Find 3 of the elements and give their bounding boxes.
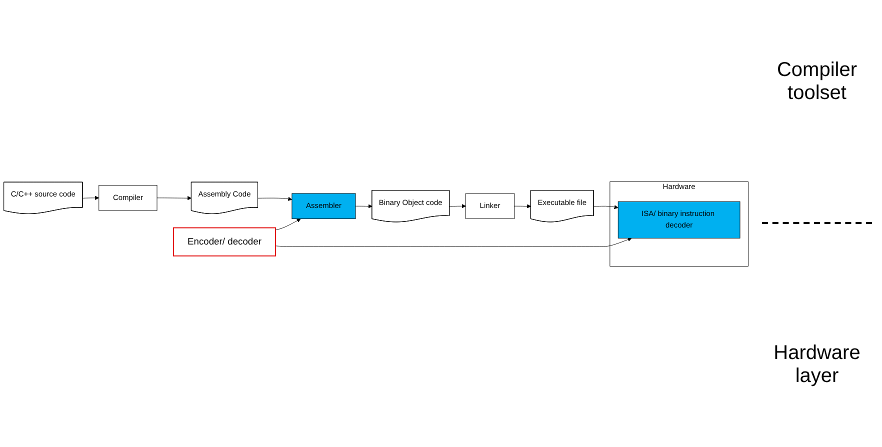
node-box: Encoder/ decoder bbox=[172, 226, 276, 256]
layer-label: Hardware layer bbox=[772, 342, 862, 388]
layer-label: Compiler toolset bbox=[776, 58, 858, 105]
